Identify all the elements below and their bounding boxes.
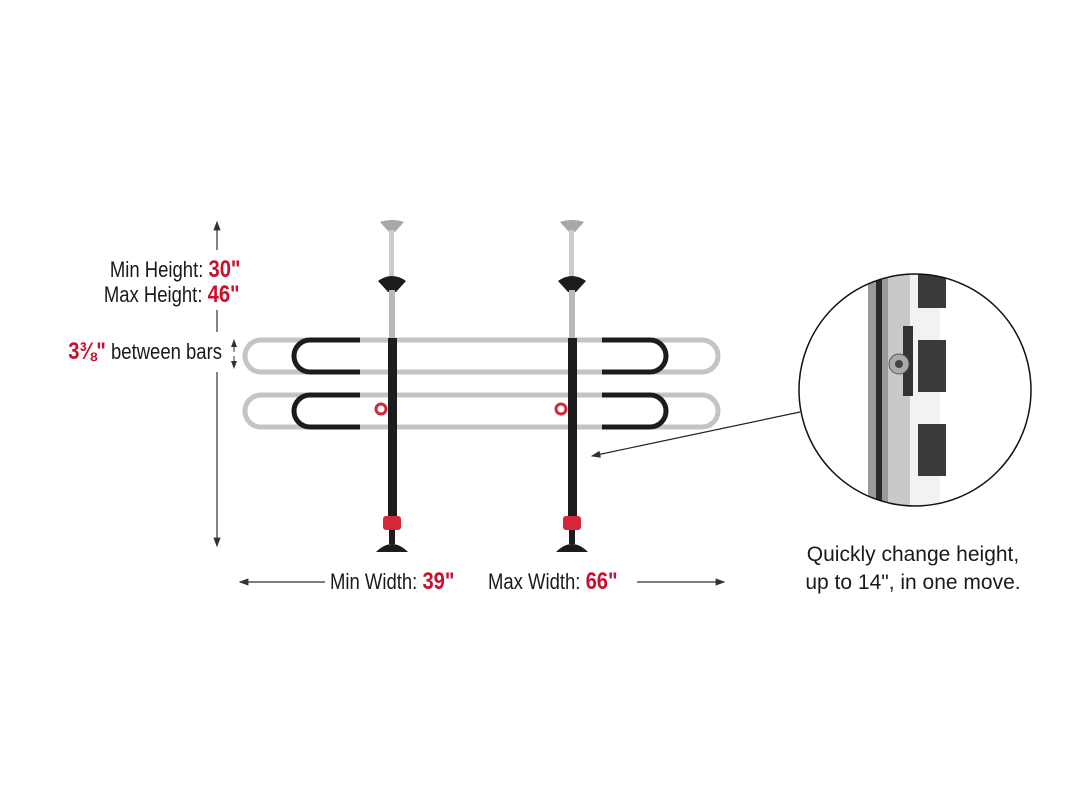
left-pole: [374, 220, 408, 552]
max-width-label: Max Width: 66": [488, 568, 618, 596]
min-width-label: Min Width: 39": [330, 568, 454, 596]
bar-spacing-text: between bars: [111, 339, 222, 364]
min-height-text: Min Height:: [109, 257, 203, 282]
red-clamp: [383, 516, 401, 530]
max-height-label: Max Height: 46": [104, 281, 240, 309]
max-height-value: 46": [208, 281, 240, 308]
callout-caption: Quickly change height, up to 14", in one…: [775, 541, 1051, 597]
min-height-label: Min Height: 30": [109, 256, 240, 284]
right-pole: [554, 220, 588, 552]
horizontal-bars: [242, 337, 721, 430]
bar-spacing-value: 3⅜": [68, 338, 106, 365]
max-height-text: Max Height:: [104, 282, 203, 307]
detail-zoom-circle: [798, 273, 1032, 507]
min-width-value: 39": [422, 568, 455, 595]
bar-spacing-label: 3⅜" between bars: [68, 338, 222, 366]
min-height-value: 30": [208, 256, 240, 283]
min-width-text: Min Width:: [330, 569, 418, 594]
max-width-text: Max Width:: [488, 569, 581, 594]
callout-line-2: up to 14", in one move.: [805, 571, 1021, 594]
red-clamp: [563, 516, 581, 530]
max-width-value: 66": [585, 568, 618, 595]
callout-pointer: [590, 411, 801, 458]
callout-line-1: Quickly change height,: [806, 543, 1020, 566]
